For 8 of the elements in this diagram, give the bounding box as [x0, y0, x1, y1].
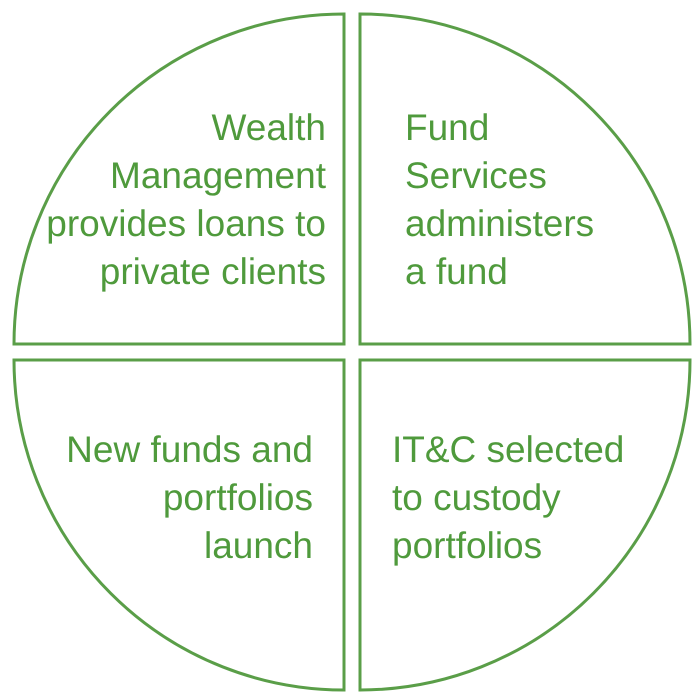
quadrant-segment — [358, 358, 692, 692]
quadrant-text: New funds and portfolios launch — [65, 428, 313, 568]
quadrant-text: IT&C selected to custody portfolios — [392, 428, 626, 568]
quadrant-segment — [12, 12, 346, 346]
quadrant-text: Wealth Management provides loans to private clients — [45, 106, 326, 294]
quadrant-text: Fund Services administers a fund — [405, 106, 596, 294]
quadrant-segment — [12, 358, 346, 692]
quadrant-segment — [358, 12, 692, 346]
